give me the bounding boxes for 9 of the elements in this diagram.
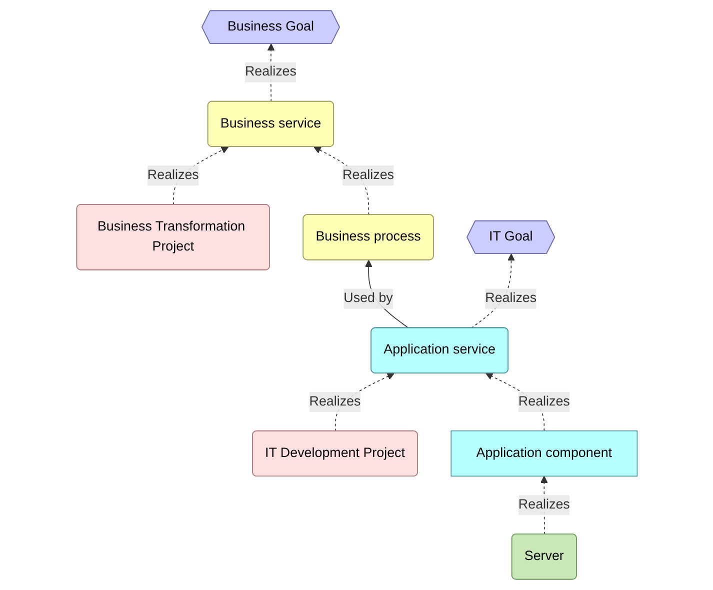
edge-label: Realizes [518, 498, 570, 512]
edge-label: Realizes [518, 394, 570, 409]
node-box: Application component [450, 430, 638, 477]
edge-label: Realizes [484, 291, 536, 306]
edge-label: Realizes [342, 168, 394, 182]
edge-label: Realizes [146, 168, 198, 182]
edge-label: Realizes [308, 394, 360, 409]
edge-label: Used by [343, 291, 392, 306]
edge-label: Realizes [244, 64, 296, 80]
